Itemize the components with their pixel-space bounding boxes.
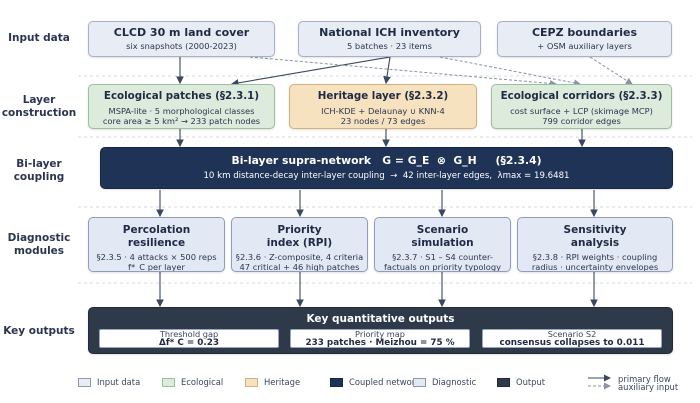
diag-priority-box: Priority index (RPI) §2.3.6 · Z-composit… [231,217,368,272]
supra-network-sub: 10 km distance-decay inter-layer couplin… [203,171,570,182]
row-label-input: Input data [8,32,70,44]
diag-percolation-title1: Percolation [122,224,191,236]
output-threshold-label: Threshold gap [159,329,219,339]
input-ich-sub: 5 batches · 23 items [347,41,432,52]
input-ich-box: National ICH inventory 5 batches · 23 it… [298,21,481,57]
diag-priority-sub1: §2.3.6 · Z-composite, 4 criteria [235,251,364,262]
legend-label-input: Input data [97,377,141,387]
diag-percolation-box: Percolation resilience §2.3.5 · 4 attack… [88,217,225,272]
layer-her-title: Heritage layer (§2.3.2) [317,90,449,102]
input-clcd-title: CLCD 30 m land cover [113,26,250,39]
legend-swatch-her [245,378,258,387]
diag-sensitivity-sub1: §2.3.8 · RPI weights · coupling [532,251,658,262]
row-label-layer: Layer construction [1,94,77,120]
diag-scenario-title1: Scenario [416,224,469,236]
layer-eco-box: Ecological patches (§2.3.1) MSPA-lite · … [88,84,275,129]
layer-eco-sub1: MSPA-lite · 5 morphological classes [108,105,255,116]
arrow-ich-eco [230,56,391,87]
key-outputs-title: Key quantitative outputs [306,313,455,325]
arrow-ich-her [383,56,391,85]
legend-label-primary: primary flow [618,374,671,384]
input-cepz-title: CEPZ boundaries [531,26,638,39]
diag-scenario-box: Scenario simulation §2.3.7 · S1 – S4 cou… [374,217,511,272]
legend-label-diag: Diagnostic [432,377,477,387]
layer-her-box: Heritage layer (§2.3.2) ICH-KDE + Delaun… [289,84,477,129]
diag-scenario-sub1: §2.3.7 · S1 – S4 counter- [392,251,493,262]
legend-swatch-coupled [330,378,343,387]
layer-cor-box: Ecological corridors (§2.3.3) cost surfa… [491,84,672,129]
input-clcd-box: CLCD 30 m land cover six snapshots (2000… [88,21,275,57]
diag-sensitivity-title2: analysis [570,236,620,249]
diag-percolation-sub2: f*_C per layer [128,261,185,272]
legend-label-aux: auxiliary input [618,382,679,392]
output-scenario-pill: Scenario S2 consensus collapses to 0.011 [482,329,662,348]
diag-sensitivity-title1: Sensitivity [563,224,627,236]
diag-percolation-sub1: §2.3.5 · 4 attacks × 500 reps [96,251,217,262]
legend-arrows [588,374,611,390]
input-cepz-sub: + OSM auxiliary layers [537,41,632,52]
row-label-key: Key outputs [3,325,75,337]
diag-sensitivity-box: Sensitivity analysis §2.3.8 · RPI weight… [517,217,673,272]
layer-eco-sub2: core area ≥ 5 km² → 233 patch nodes [102,115,261,126]
legend: Input data Ecological Heritage Coupled n… [0,374,700,395]
output-threshold-pill: Threshold gap Δf* C = 0.23 [99,329,279,348]
input-cepz-box: CEPZ boundaries + OSM auxiliary layers [497,21,672,57]
aux-arrow-ich-cor [439,56,581,87]
legend-swatch-input [78,378,91,387]
row-label-diagnostic: Diagnostic modules [7,232,71,258]
output-priority-label: Priority map [355,329,405,339]
diag-priority-title2: index (RPI) [266,236,333,249]
row-label-bilayer: Bi-layer coupling [13,158,65,184]
layer-her-sub2: 23 nodes / 73 edges [340,115,426,126]
layer-cor-sub1: cost surface + LCP (skimage MCP) [510,105,653,116]
supra-network-box: Bi-layer supra-network G = G_E ⊗ G_H (§2… [100,147,673,189]
legend-swatch-eco [162,378,175,387]
output-priority-pill: Priority map 233 patches · Meizhou = 75 … [290,329,470,348]
input-clcd-sub: six snapshots (2000-2023) [126,41,237,52]
diag-percolation-title2: resilience [127,236,186,249]
legend-label-coupled: Coupled network [349,377,421,387]
output-priority-value: 233 patches · Meizhou = 75 % [305,337,455,348]
layer-eco-title: Ecological patches (§2.3.1) [103,90,260,102]
diag-scenario-title2: simulation [411,236,474,249]
diag-priority-sub2: 47 critical + 46 high patches [239,261,360,272]
legend-swatch-diag [413,378,426,387]
diag-sensitivity-sub2: radius · uncertainty envelopes [531,261,659,272]
aux-arrow-clcd-cor [249,56,557,87]
output-scenario-value: consensus collapses to 0.011 [499,337,645,348]
input-ich-title: National ICH inventory [319,26,460,39]
diag-priority-title1: Priority [277,224,322,236]
layer-her-sub1: ICH-KDE + Delaunay ∪ KNN-4 [321,105,445,116]
legend-label-eco: Ecological [181,377,224,387]
output-threshold-value: Δf* C = 0.23 [159,337,219,348]
supra-network-title: Bi-layer supra-network G = G_E ⊗ G_H (§2… [231,154,542,167]
legend-label-output: Output [516,377,546,387]
diag-scenario-sub2: factuals on priority typology [383,261,502,272]
legend-label-her: Heritage [264,377,301,387]
layer-cor-sub2: 799 corridor edges [542,115,621,126]
layer-cor-title: Ecological corridors (§2.3.3) [500,90,663,102]
output-scenario-label: Scenario S2 [547,329,597,339]
legend-swatch-output [497,378,510,387]
aux-arrow-cepz-cor [589,56,633,85]
